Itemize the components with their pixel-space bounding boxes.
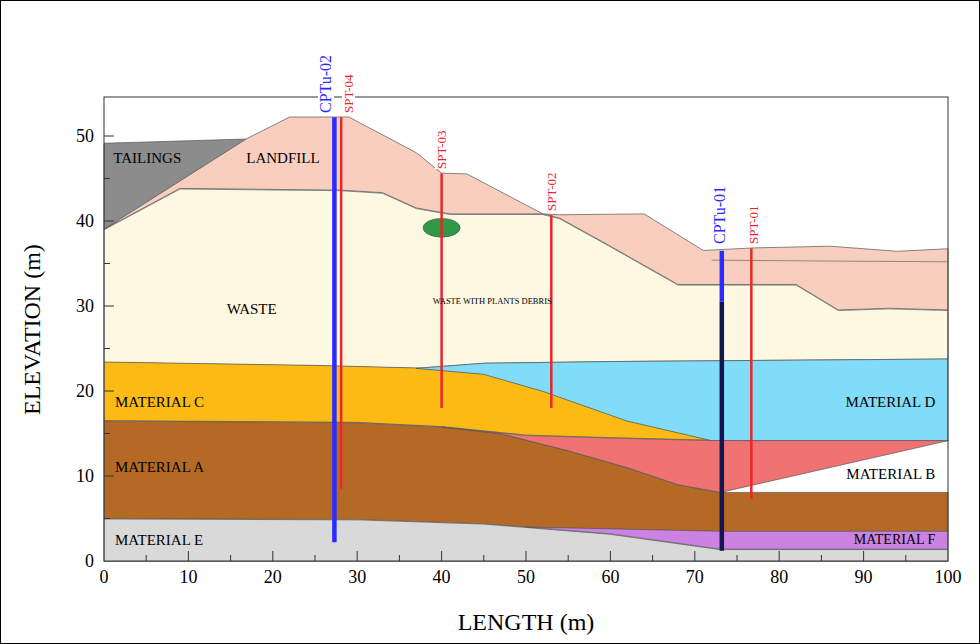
fill-boundary — [712, 260, 948, 262]
zone-outline — [442, 427, 948, 492]
tick-label: 50 — [517, 568, 535, 586]
borehole-line — [550, 215, 553, 408]
borehole-label: SPT-01 — [747, 206, 760, 245]
borehole-line — [340, 117, 343, 488]
zone-shape — [103, 188, 949, 369]
tick-label: 10 — [76, 467, 94, 485]
zone-shape — [441, 426, 949, 493]
borehole-line — [750, 248, 753, 499]
zone-outline — [104, 519, 948, 562]
tick-label: 60 — [601, 568, 619, 586]
tick-label: 80 — [770, 568, 788, 586]
axis-title: LENGTH (m) — [458, 610, 595, 634]
zone-label: MATERIAL C — [115, 395, 204, 410]
material-zone: MATERIAL D — [415, 358, 949, 442]
zone-label: MATERIAL A — [115, 460, 204, 475]
tick-label: 30 — [348, 568, 366, 586]
tick-label: 20 — [76, 382, 94, 400]
borehole-label: CPTu-02 — [318, 55, 334, 113]
tick-label: 10 — [179, 568, 197, 586]
borehole-line — [332, 117, 337, 542]
tick-label: 100 — [935, 568, 962, 586]
zone-label: WASTE WITH PLANTS DEBRIS — [433, 297, 552, 306]
tick-label: 40 — [76, 212, 94, 230]
tick-label: 40 — [433, 568, 451, 586]
borehole-label: CPTu-01 — [712, 186, 728, 244]
zone-outline — [104, 189, 948, 368]
zone-label: WASTE — [227, 302, 277, 317]
tick-label: 30 — [76, 297, 94, 315]
zone-label: MATERIAL B — [846, 467, 935, 482]
plot-frame — [104, 97, 948, 561]
material-zone: MATERIAL B — [441, 426, 949, 493]
waste-zone: WASTE WITH PLANTS DEBRIS WASTE — [103, 188, 949, 369]
tick-label: 20 — [264, 568, 282, 586]
borehole-line — [440, 173, 443, 408]
zone-label: MATERIAL F — [854, 533, 936, 547]
zone-label: TAILINGS — [113, 151, 181, 166]
zone-outline — [416, 359, 948, 441]
zone-outline — [104, 421, 948, 532]
borehole-line — [720, 302, 725, 551]
axis-ticks — [104, 136, 906, 561]
zone-label: LANDFILL — [246, 151, 319, 166]
borehole-label: SPT-04 — [342, 74, 355, 113]
zone-label: MATERIAL D — [845, 395, 935, 410]
tick-label: 70 — [686, 568, 704, 586]
tick-label: 0 — [100, 568, 109, 586]
tick-label: 0 — [85, 552, 94, 570]
axis-title: ELEVATION (m) — [20, 245, 44, 416]
borehole-line — [720, 251, 725, 302]
tick-label: 90 — [855, 568, 873, 586]
borehole-label: SPT-02 — [545, 173, 558, 212]
material-zone: MATERIAL F — [525, 526, 949, 550]
zone-label: MATERIAL E — [115, 533, 203, 548]
borehole-label: SPT-03 — [435, 131, 448, 170]
tick-label: 50 — [76, 127, 94, 145]
zone-outline — [526, 527, 948, 549]
